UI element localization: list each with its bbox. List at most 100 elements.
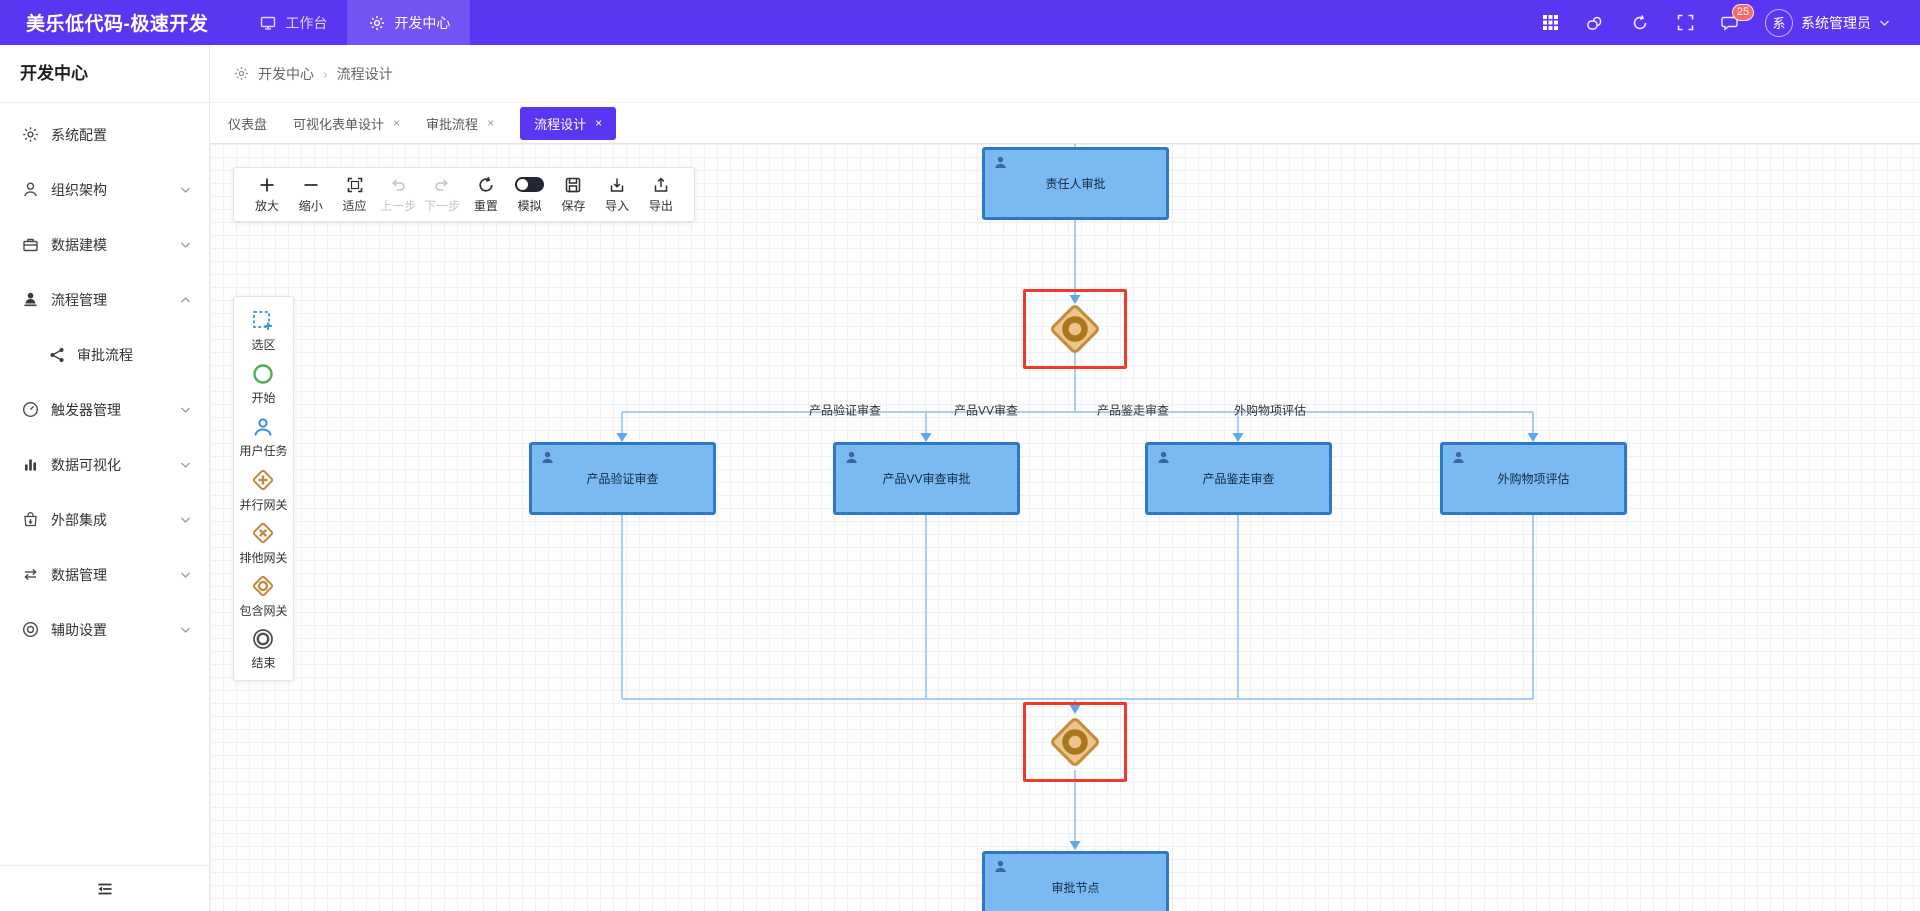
user-task-icon [542, 451, 553, 463]
sidebar-item-trigger-management[interactable]: 触发器管理 [0, 382, 209, 437]
palette-label: 包含网关 [239, 603, 288, 618]
link-icon[interactable] [1585, 13, 1605, 33]
sidebar-item-org-structure[interactable]: 组织架构 [0, 162, 209, 217]
toggle-switch-icon[interactable] [515, 177, 545, 192]
inclusive-gateway-node-bottom[interactable] [1045, 712, 1105, 772]
node-label: 产品鉴走审查 [1202, 472, 1275, 486]
end-circle-icon [253, 628, 274, 649]
sidebar-collapse-button[interactable] [0, 865, 209, 911]
node-label: 产品验证审查 [586, 472, 659, 486]
flow-canvas[interactable]: 责任人审批 产品验证审查 产品VV审查审批 产品鉴走审查 外购物项评估 [210, 144, 1920, 911]
sidebar-item-data-visualization[interactable]: 数据可视化 [0, 437, 209, 492]
fullscreen-icon[interactable] [1675, 13, 1695, 33]
palette-label: 选区 [251, 337, 276, 352]
task-node-product-vv-review-approval[interactable]: 产品VV审查审批 [833, 442, 1020, 515]
edge-label[interactable]: 产品VV审查 [953, 403, 1019, 418]
save-button[interactable]: 保存 [553, 175, 593, 214]
node-label: 外购物项评估 [1497, 472, 1570, 486]
simulate-toggle[interactable]: 模拟 [510, 175, 550, 214]
start-circle-icon [253, 363, 274, 384]
tab-label: 仪表盘 [228, 116, 268, 132]
palette-label: 并行网关 [239, 497, 288, 512]
sidebar-item-system-config[interactable]: 系统配置 [0, 107, 209, 162]
tab-process-design[interactable]: 流程设计 [520, 106, 617, 140]
breadcrumb-level1[interactable]: 开发中心 [258, 65, 314, 82]
close-icon[interactable] [393, 117, 400, 129]
sidebar-item-data-modeling[interactable]: 数据建模 [0, 217, 209, 272]
tab-approval-flow[interactable]: 审批流程 [426, 114, 494, 133]
zoom-out-button[interactable]: 缩小 [291, 175, 331, 214]
close-icon[interactable] [595, 117, 602, 129]
tool-label: 缩小 [298, 199, 323, 213]
reset-icon [477, 175, 495, 194]
import-button[interactable]: 导入 [597, 175, 637, 214]
redo-button[interactable]: 下一步 [422, 175, 462, 214]
task-node-product-appraisal-review[interactable]: 产品鉴走审查 [1145, 442, 1332, 515]
tool-label: 模拟 [517, 199, 542, 213]
undo-button[interactable]: 上一步 [378, 175, 418, 214]
notification-badge: 25 [1732, 3, 1754, 21]
close-icon[interactable] [487, 117, 494, 129]
gear-icon [235, 67, 248, 80]
user-menu[interactable]: 系 系统管理员 [1765, 8, 1890, 37]
sidebar-item-auxiliary-settings[interactable]: 辅助设置 [0, 602, 209, 657]
gauge-icon [22, 401, 39, 418]
sidebar-item-label: 数据管理 [51, 566, 107, 583]
briefcase-icon [22, 236, 39, 253]
palette-parallel-gateway[interactable]: 并行网关 [239, 463, 288, 516]
task-node-approval-node[interactable]: 审批节点 [982, 851, 1169, 911]
edge-label[interactable]: 产品验证审查 [808, 403, 882, 418]
apps-grid-icon[interactable] [1540, 13, 1560, 33]
task-node-responsible-approval[interactable]: 责任人审批 [982, 147, 1169, 220]
sidebar-item-external-integration[interactable]: 外部集成 [0, 492, 209, 547]
sidebar-title: 开发中心 [0, 45, 209, 103]
export-button[interactable]: 导出 [641, 175, 681, 214]
sidebar-item-label: 辅助设置 [51, 621, 107, 638]
redo-icon [433, 175, 451, 194]
user-task-icon [995, 156, 1006, 168]
nav-item-dev-center[interactable]: 开发中心 [347, 0, 471, 45]
breadcrumb: 开发中心 › 流程设计 [210, 45, 1920, 103]
palette-exclusive-gateway[interactable]: 排他网关 [239, 516, 288, 569]
task-node-outsourced-item-evaluation[interactable]: 外购物项评估 [1440, 442, 1627, 515]
nav-item-workbench[interactable]: 工作台 [238, 0, 347, 45]
sidebar-menu: 系统配置 组织架构 数据建模 [0, 103, 209, 657]
palette-user-task[interactable]: 用户任务 [239, 410, 288, 463]
edge-label[interactable]: 外购物项评估 [1233, 403, 1307, 418]
palette-label: 排他网关 [239, 550, 288, 565]
node-label: 产品VV审查审批 [882, 472, 971, 486]
reset-button[interactable]: 重置 [466, 175, 506, 214]
open-tabs-bar: 仪表盘 可视化表单设计 审批流程 流程设计 [210, 103, 1920, 144]
sidebar-item-data-management[interactable]: 数据管理 [0, 547, 209, 602]
chevron-down-icon [180, 186, 191, 194]
tab-label: 可视化表单设计 [293, 116, 385, 132]
gear-icon [367, 13, 387, 33]
chevron-up-icon [180, 296, 191, 304]
plus-icon [258, 175, 276, 194]
tab-dashboard[interactable]: 仪表盘 [228, 114, 267, 133]
palette-start-event[interactable]: 开始 [251, 357, 276, 410]
sidebar-item-label: 审批流程 [77, 346, 133, 363]
export-icon [652, 175, 670, 194]
sidebar-item-process-management[interactable]: 流程管理 [0, 272, 209, 327]
navbar-actions: 25 系 系统管理员 [1540, 3, 1920, 37]
task-node-product-verification-review[interactable]: 产品验证审查 [529, 442, 716, 515]
zoom-in-button[interactable]: 放大 [247, 175, 287, 214]
minus-icon [302, 175, 320, 194]
collapse-menu-icon [98, 883, 111, 894]
sidebar-item-approval-flow[interactable]: 审批流程 [0, 327, 209, 382]
tab-visual-form-design[interactable]: 可视化表单设计 [293, 114, 400, 133]
chevron-down-icon [180, 461, 191, 469]
palette-end-event[interactable]: 结束 [251, 622, 276, 675]
edge-label[interactable]: 产品鉴走审查 [1096, 403, 1170, 418]
user-task-icon [254, 417, 272, 436]
palette-select-area[interactable]: 选区 [251, 304, 276, 357]
inclusive-gateway-node-top[interactable] [1045, 299, 1105, 359]
exclusive-gateway-icon [253, 522, 274, 543]
fit-view-button[interactable]: 适应 [335, 175, 375, 214]
refresh-icon[interactable] [1630, 13, 1650, 33]
palette-inclusive-gateway[interactable]: 包含网关 [239, 569, 288, 622]
node-palette: 选区 开始 用户任务 并行网关 [233, 296, 294, 681]
notifications-icon[interactable]: 25 [1720, 3, 1754, 33]
